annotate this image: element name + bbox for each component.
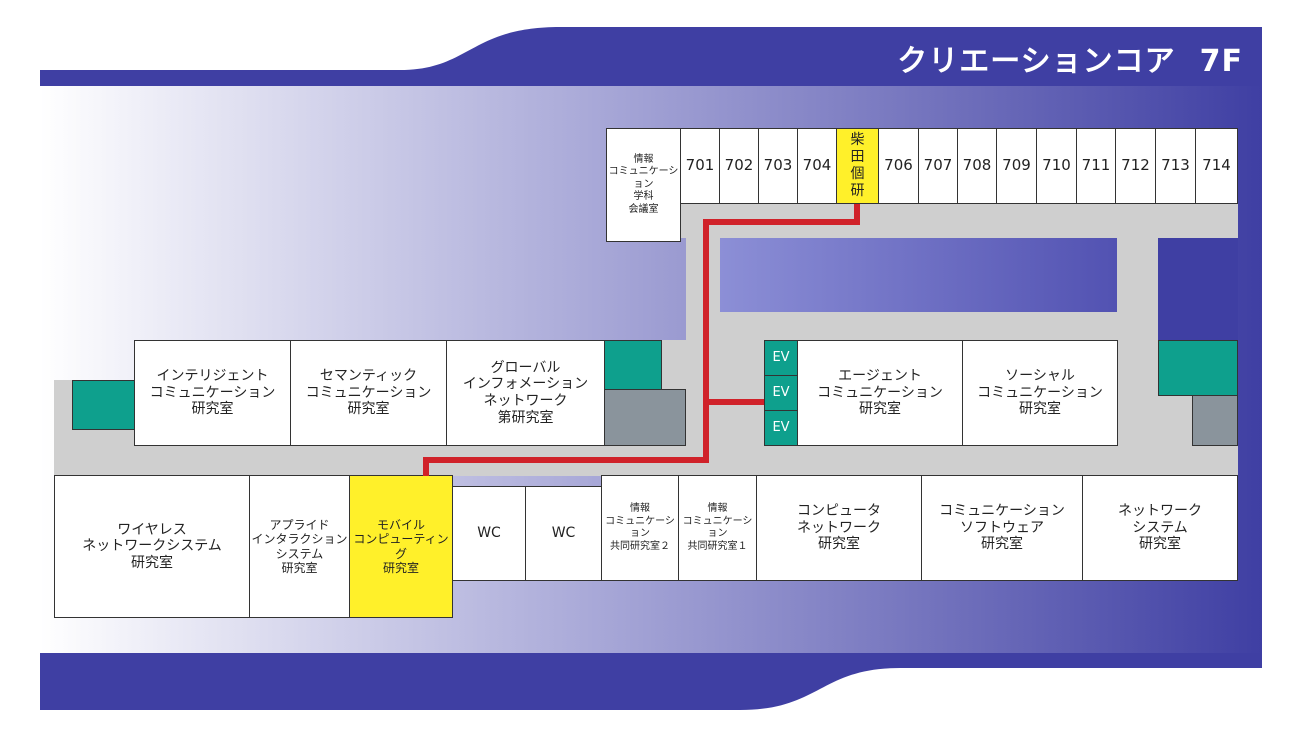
room-agent[interactable]: エージェント コミュニケーション 研究室 <box>797 340 963 446</box>
stair-gray-center <box>604 389 686 446</box>
elevator-3[interactable]: EV <box>764 410 798 446</box>
room-social[interactable]: ソーシャル コミュニケーション 研究室 <box>962 340 1118 446</box>
room-709[interactable]: 709 <box>996 128 1037 204</box>
stair-teal-left <box>72 380 136 430</box>
room-computer-network[interactable]: コンピュータ ネットワーク 研究室 <box>756 475 922 581</box>
room-710[interactable]: 710 <box>1036 128 1077 204</box>
elevator-1[interactable]: EV <box>764 340 798 376</box>
building-name: クリエーションコア <box>897 44 1176 79</box>
room-703[interactable]: 703 <box>758 128 798 204</box>
room-shibata[interactable]: 柴 田 個 研 <box>836 128 879 204</box>
room-714[interactable]: 714 <box>1195 128 1238 204</box>
room-intelligent[interactable]: インテリジェント コミュニケーション 研究室 <box>134 340 291 446</box>
room-702[interactable]: 702 <box>719 128 759 204</box>
restroom-2[interactable]: WC <box>525 486 602 581</box>
room-712[interactable]: 712 <box>1115 128 1156 204</box>
room-joint-lab-1[interactable]: 情報 コミュニケーション 共同研究室１ <box>678 475 757 581</box>
room-comm-software[interactable]: コミュニケーション ソフトウェア 研究室 <box>921 475 1083 581</box>
room-network-system[interactable]: ネットワーク システム 研究室 <box>1082 475 1238 581</box>
right-void-block <box>1158 238 1238 340</box>
elevator-2[interactable]: EV <box>764 375 798 411</box>
floor-title: クリエーションコア 7F <box>897 36 1243 80</box>
floor-number: 7F <box>1199 44 1243 79</box>
room-global[interactable]: グローバル インフォメーション ネットワーク 第研究室 <box>446 340 605 446</box>
room-wireless[interactable]: ワイヤレス ネットワークシステム 研究室 <box>54 475 250 618</box>
room-708[interactable]: 708 <box>957 128 997 204</box>
room-706[interactable]: 706 <box>878 128 919 204</box>
room-704[interactable]: 704 <box>797 128 837 204</box>
corridor-mid-right <box>686 312 1158 342</box>
top-band <box>40 27 1262 86</box>
room-joint-lab-2[interactable]: 情報 コミュニケーション 共同研究室２ <box>601 475 679 581</box>
stair-teal-center <box>604 340 662 390</box>
stair-teal-right <box>1158 340 1238 396</box>
room-713[interactable]: 713 <box>1155 128 1196 204</box>
room-707[interactable]: 707 <box>918 128 958 204</box>
bottom-band <box>40 653 1262 710</box>
room-711[interactable]: 711 <box>1076 128 1116 204</box>
room-meeting[interactable]: 情報 コミュニケーション 学科 会議室 <box>606 128 681 242</box>
courtyard-block <box>720 238 1117 312</box>
room-701[interactable]: 701 <box>680 128 720 204</box>
room-semantic[interactable]: セマンティック コミュニケーション 研究室 <box>290 340 447 446</box>
restroom-1[interactable]: WC <box>452 486 526 581</box>
room-mobile[interactable]: モバイル コンピューティング 研究室 <box>349 475 453 618</box>
room-applied[interactable]: アプライド インタラクション システム 研究室 <box>249 475 350 618</box>
stair-gray-right <box>1192 395 1238 446</box>
